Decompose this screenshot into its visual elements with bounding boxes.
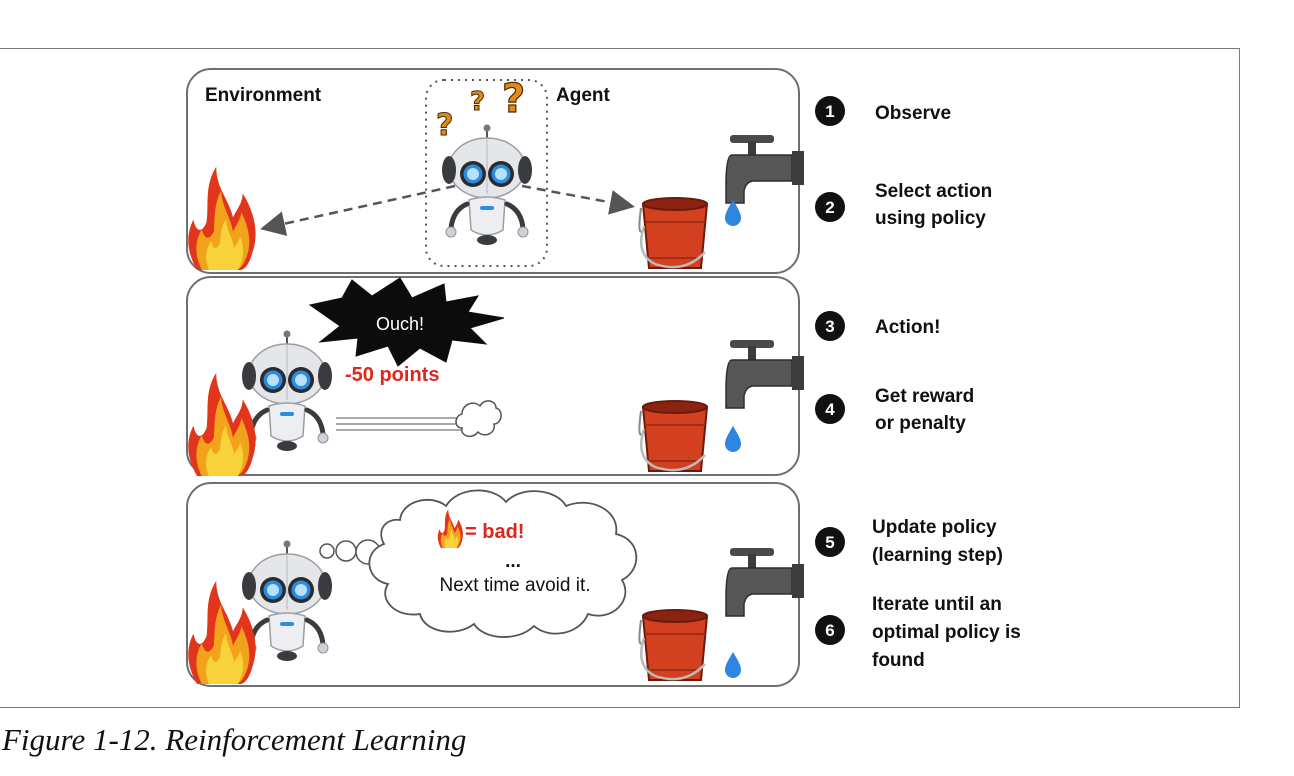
thought-cloud-icon	[368, 489, 638, 638]
step-6: 6 Iterate until an optimal policy is fou…	[815, 594, 1021, 671]
arrow-to-bucket	[521, 184, 635, 215]
question-mark-icon: ?	[502, 76, 525, 122]
figure-frame	[0, 48, 1240, 708]
thought-bubble-small	[319, 543, 335, 559]
thought-bad-text: = bad!	[465, 521, 524, 543]
environment-label: Environment	[205, 85, 322, 106]
step-number: 4	[825, 400, 835, 419]
thought-bubble-medium	[335, 540, 357, 562]
bucket-icon	[638, 399, 709, 473]
agent-boundary	[425, 79, 548, 267]
step-number-badge	[815, 96, 845, 126]
arrow-to-environment	[260, 184, 456, 236]
question-mark-icon: ?	[470, 87, 485, 117]
step-4: 4 Get reward or penalty	[815, 386, 974, 434]
step-number-badge	[815, 615, 845, 645]
step-5: 5 Update policy (learning step)	[815, 517, 1003, 566]
step-number: 6	[825, 621, 834, 640]
step-label: Observe	[875, 103, 951, 124]
step-number-badge	[815, 311, 845, 341]
explosion-icon	[308, 277, 505, 367]
step-label: found	[872, 650, 925, 671]
bucket-icon	[638, 608, 709, 682]
step-number-badge	[815, 394, 845, 424]
step-2: 2 Select action using policy	[815, 181, 992, 229]
agent-label: Agent	[556, 85, 611, 106]
step-label: Iterate until an	[872, 594, 1002, 615]
thought-advice-text: Next time avoid it.	[440, 575, 591, 596]
figure-caption: Figure 1-12. Reinforcement Learning	[2, 722, 467, 757]
step-label: Get reward	[875, 386, 974, 407]
step-label: Update policy	[872, 517, 997, 538]
step-label: or penalty	[875, 413, 966, 434]
step-number-badge	[815, 527, 845, 557]
step-label: using policy	[875, 208, 986, 229]
step-number: 2	[825, 198, 834, 217]
step-number-badge	[815, 192, 845, 222]
step-number: 1	[825, 102, 834, 121]
dust-cloud-icon	[455, 400, 502, 438]
question-mark-icon: ?	[436, 108, 453, 143]
bucket-icon	[638, 196, 709, 270]
step-label: Action!	[875, 317, 940, 338]
step-label: (learning step)	[872, 545, 1003, 566]
thought-ellipsis: ...	[505, 551, 521, 572]
step-3: 3 Action!	[815, 311, 940, 341]
step-label: Select action	[875, 181, 992, 202]
penalty-text: -50 points	[345, 364, 439, 386]
step-number: 5	[825, 533, 834, 552]
step-1: 1 Observe	[815, 96, 951, 126]
ouch-text: Ouch!	[376, 314, 424, 334]
step-label: optimal policy is	[872, 622, 1021, 643]
step-number: 3	[825, 317, 834, 336]
